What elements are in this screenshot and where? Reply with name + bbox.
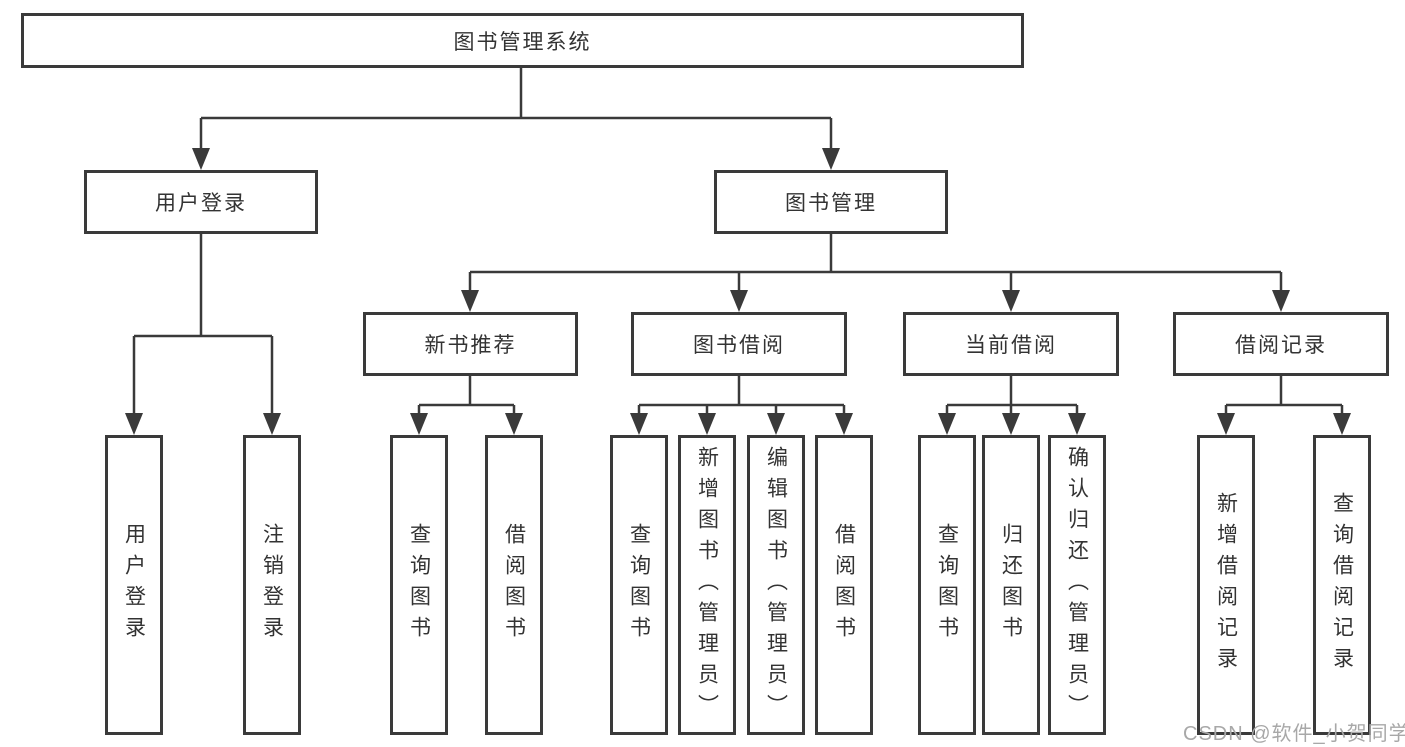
arrow-icon bbox=[192, 148, 210, 170]
arrow-icon bbox=[1002, 290, 1020, 312]
arrow-icon bbox=[698, 413, 716, 435]
node-label: 查询图书 bbox=[935, 523, 959, 647]
arrow-icon bbox=[410, 413, 428, 435]
node-label: 编辑图书（管理员） bbox=[764, 445, 788, 725]
arrow-icon bbox=[263, 413, 281, 435]
leaf-add-borrow-record: 新增借阅记录 bbox=[1197, 435, 1255, 735]
leaf-query-books-current: 查询图书 bbox=[918, 435, 976, 735]
node-library-management-system: 图书管理系统 bbox=[21, 13, 1024, 68]
arrow-icon bbox=[730, 290, 748, 312]
node-current-borrow: 当前借阅 bbox=[903, 312, 1119, 376]
arrow-icon bbox=[1333, 413, 1351, 435]
node-label: 新增借阅记录 bbox=[1214, 492, 1238, 678]
node-label: 当前借阅 bbox=[965, 334, 1057, 357]
arrow-icon bbox=[1217, 413, 1235, 435]
leaf-logout: 注销登录 bbox=[243, 435, 301, 735]
arrow-icon bbox=[1002, 413, 1020, 435]
connector-root-to-level2 bbox=[199, 68, 833, 150]
arrow-icon bbox=[1068, 413, 1086, 435]
leaf-return-book: 归还图书 bbox=[982, 435, 1040, 735]
node-label: 归还图书 bbox=[999, 523, 1023, 647]
leaf-borrow-books-recommend: 借阅图书 bbox=[485, 435, 543, 735]
leaf-borrow-books: 借阅图书 bbox=[815, 435, 873, 735]
connector-borrow-records-children bbox=[1224, 376, 1344, 416]
node-label: 借阅图书 bbox=[502, 523, 526, 647]
node-book-management: 图书管理 bbox=[714, 170, 948, 234]
node-label: 借阅图书 bbox=[832, 523, 856, 647]
connector-new-book-children bbox=[417, 376, 516, 416]
arrow-icon bbox=[835, 413, 853, 435]
arrow-icon bbox=[125, 413, 143, 435]
watermark: CSDN @软件_小贺同学 bbox=[1183, 723, 1405, 745]
connector-user-login-children bbox=[132, 234, 274, 416]
node-label: 确认归还（管理员） bbox=[1065, 445, 1089, 725]
arrow-icon bbox=[822, 148, 840, 170]
arrow-icon bbox=[767, 413, 785, 435]
connector-book-borrow-children bbox=[637, 376, 846, 416]
connector-book-management-children bbox=[468, 234, 1283, 293]
leaf-edit-book-admin: 编辑图书（管理员） bbox=[747, 435, 805, 735]
arrow-icon bbox=[630, 413, 648, 435]
leaf-confirm-return-admin: 确认归还（管理员） bbox=[1048, 435, 1106, 735]
arrow-icon bbox=[505, 413, 523, 435]
node-label: 查询图书 bbox=[627, 523, 651, 647]
node-label: 图书借阅 bbox=[693, 334, 785, 357]
node-label: 图书管理 bbox=[785, 192, 877, 215]
node-user-login: 用户登录 bbox=[84, 170, 318, 234]
arrow-icon bbox=[938, 413, 956, 435]
arrow-icon bbox=[1272, 290, 1290, 312]
connector-current-borrow-children bbox=[945, 376, 1079, 416]
node-label: 新书推荐 bbox=[424, 334, 517, 357]
leaf-query-books-recommend: 查询图书 bbox=[390, 435, 448, 735]
node-book-borrow: 图书借阅 bbox=[631, 312, 847, 376]
node-label: 注销登录 bbox=[260, 523, 284, 647]
leaf-query-books-borrow: 查询图书 bbox=[610, 435, 668, 735]
leaf-user-login: 用户登录 bbox=[105, 435, 163, 735]
arrow-icon bbox=[461, 290, 479, 312]
node-label: 新增图书（管理员） bbox=[695, 445, 719, 725]
node-label: 用户登录 bbox=[155, 192, 247, 215]
node-label: 查询图书 bbox=[407, 523, 431, 647]
leaf-add-book-admin: 新增图书（管理员） bbox=[678, 435, 736, 735]
leaf-query-borrow-record: 查询借阅记录 bbox=[1313, 435, 1371, 735]
node-new-book-recommend: 新书推荐 bbox=[363, 312, 578, 376]
node-label: 图书管理系统 bbox=[453, 30, 592, 54]
node-borrow-records: 借阅记录 bbox=[1173, 312, 1389, 376]
node-label: 用户登录 bbox=[122, 523, 146, 647]
node-label: 借阅记录 bbox=[1235, 334, 1327, 357]
node-label: 查询借阅记录 bbox=[1330, 492, 1354, 678]
